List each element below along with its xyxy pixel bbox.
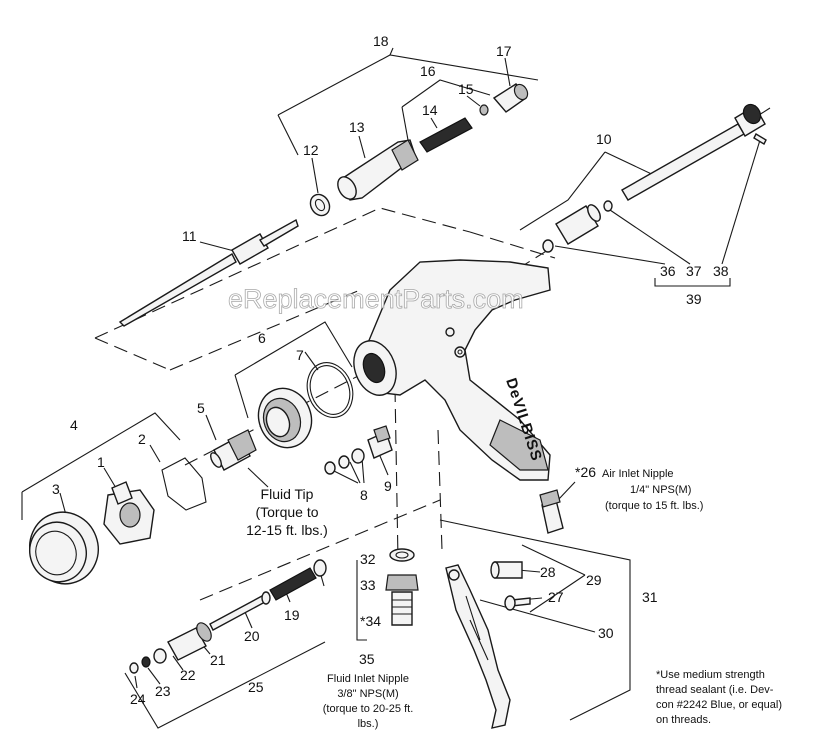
part-10-air-valve-assembly xyxy=(621,103,766,201)
svg-text:lbs.): lbs.) xyxy=(358,718,379,730)
label-part-20: 20 xyxy=(244,628,260,644)
label-part-13: 13 xyxy=(349,119,365,135)
label-part-39: 39 xyxy=(686,291,702,307)
svg-text:thread sealant (i.e. Dev-: thread sealant (i.e. Dev- xyxy=(656,684,774,696)
svg-text:(torque to 20-25 ft.: (torque to 20-25 ft. xyxy=(323,703,414,715)
note-fluid-inlet: Fluid Inlet Nipple 3/8" NPS(M) (torque t… xyxy=(323,673,414,730)
label-part-6: 6 xyxy=(258,330,266,346)
svg-text:Fluid Inlet Nipple: Fluid Inlet Nipple xyxy=(327,673,409,685)
svg-text:con #2242 Blue, or equal): con #2242 Blue, or equal) xyxy=(656,699,782,711)
part-11-fluid-needle xyxy=(118,218,299,327)
watermark: eReplacementParts.com xyxy=(228,284,524,314)
label-part-35: 35 xyxy=(359,651,375,667)
svg-text:1/4" NPS(M): 1/4" NPS(M) xyxy=(630,484,691,496)
label-part-33: 33 xyxy=(360,577,376,593)
svg-text:(torque to 15 ft. lbs.): (torque to 15 ft. lbs.) xyxy=(605,500,703,512)
part-22-washer xyxy=(153,648,167,664)
part-1-air-cap xyxy=(103,481,155,545)
label-part-30: 30 xyxy=(598,625,614,641)
svg-text:Air Inlet Nipple: Air Inlet Nipple xyxy=(602,468,674,480)
note-thread-sealant: *Use medium strength thread sealant (i.e… xyxy=(656,669,782,726)
part-12-washer-bottom xyxy=(313,559,327,577)
part-21-valve-body xyxy=(167,622,212,661)
label-part-32: 32 xyxy=(360,551,376,567)
label-part-12-top: 12 xyxy=(303,142,319,158)
svg-text:(Torque to: (Torque to xyxy=(255,504,318,520)
part-13-packing-nut xyxy=(337,139,419,201)
label-part-1: 1 xyxy=(97,454,105,470)
part-17-adjusting-screw xyxy=(492,83,529,113)
label-part-38: 38 xyxy=(713,263,729,279)
label-part-18: 18 xyxy=(373,33,389,49)
part-3-retaining-ring xyxy=(29,511,99,585)
svg-text:on threads.: on threads. xyxy=(656,714,711,726)
label-part-28: 28 xyxy=(540,564,556,580)
part-37-valve-body xyxy=(555,200,613,245)
part-26-air-inlet-nipple xyxy=(539,489,564,534)
part-27-trigger-screw xyxy=(504,595,531,611)
label-part-4: 4 xyxy=(70,417,78,433)
label-part-5: 5 xyxy=(197,400,205,416)
part-19-spring xyxy=(269,567,317,601)
label-part-3: 3 xyxy=(52,481,60,497)
note-fluid-tip: Fluid Tip (Torque to 12-15 ft. lbs.) xyxy=(246,486,328,538)
label-part-11: 11 xyxy=(182,228,197,244)
label-part-9: 9 xyxy=(384,478,392,494)
label-part-8: 8 xyxy=(360,487,368,503)
label-part-2: 2 xyxy=(138,431,146,447)
label-part-36: 36 xyxy=(660,263,676,279)
label-part-23: 23 xyxy=(155,683,171,699)
svg-text:12-15 ft. lbs.): 12-15 ft. lbs.) xyxy=(246,522,328,538)
label-part-14: 14 xyxy=(422,102,438,118)
label-part-7: 7 xyxy=(296,347,304,363)
label-part-29: 29 xyxy=(586,572,602,588)
label-part-26: *26 xyxy=(575,464,596,480)
label-part-10: 10 xyxy=(596,131,612,147)
part-38-pin xyxy=(753,133,767,145)
note-air-inlet: Air Inlet Nipple 1/4" NPS(M) (torque to … xyxy=(602,468,703,512)
part-36-washer xyxy=(542,239,554,253)
part-7-gasket xyxy=(306,362,354,418)
part-20-valve-stem xyxy=(209,591,271,631)
part-5-fluid-tip xyxy=(210,429,257,471)
svg-text:Fluid Tip: Fluid Tip xyxy=(261,486,314,502)
part-8-packing-set xyxy=(324,448,365,475)
label-part-16: 16 xyxy=(420,63,436,79)
part-23-washer xyxy=(141,656,151,668)
part-14-spring xyxy=(419,117,473,153)
label-part-24: 24 xyxy=(130,691,146,707)
part-2-retainer-clip xyxy=(161,457,207,511)
label-part-37: 37 xyxy=(686,263,702,279)
label-part-31: 31 xyxy=(642,589,658,605)
part-24-washer xyxy=(129,662,139,674)
svg-text:*Use medium strength: *Use medium strength xyxy=(656,669,765,681)
label-part-17: 17 xyxy=(496,43,512,59)
part-32-washer xyxy=(389,548,415,562)
label-part-19: 19 xyxy=(284,607,300,623)
label-part-22: 22 xyxy=(180,667,196,683)
part-15-washer xyxy=(479,104,489,116)
label-part-21: 21 xyxy=(210,652,226,668)
part-number-labels: 1 2 3 4 5 6 7 8 9 10 11 12 13 14 15 16 1… xyxy=(52,33,729,707)
svg-text:3/8" NPS(M): 3/8" NPS(M) xyxy=(337,688,398,700)
label-part-15: 15 xyxy=(458,81,474,97)
part-12-washer-top xyxy=(309,193,331,217)
part-34-fluid-inlet-nipple xyxy=(391,591,413,626)
label-part-25: 25 xyxy=(248,679,264,695)
part-28-trigger-stud xyxy=(490,561,523,579)
part-6-baffle xyxy=(257,387,313,449)
part-33-nut xyxy=(385,574,419,591)
part-30-trigger xyxy=(445,564,511,729)
label-part-34: *34 xyxy=(360,613,381,629)
part-9-packing-nut xyxy=(367,425,393,459)
label-part-27: 27 xyxy=(548,589,564,605)
